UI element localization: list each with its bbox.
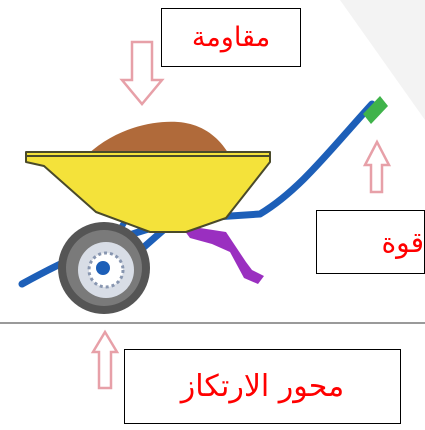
wheelbarrow-load	[82, 121, 232, 160]
wheelbarrow-legs	[178, 222, 264, 284]
watermark-stripe	[340, 0, 425, 120]
wheelbarrow-tray	[25, 151, 271, 233]
fulcrum-arrow-icon	[90, 329, 120, 390]
wheel	[58, 222, 150, 314]
handle-grip-icon	[363, 96, 388, 124]
fulcrum-label: محور الارتكاز	[124, 349, 401, 424]
resistance-label: مقاومة	[161, 8, 301, 67]
resistance-arrow-icon	[119, 40, 165, 106]
force-arrow-icon	[362, 139, 392, 194]
force-label: قوة	[316, 210, 425, 274]
